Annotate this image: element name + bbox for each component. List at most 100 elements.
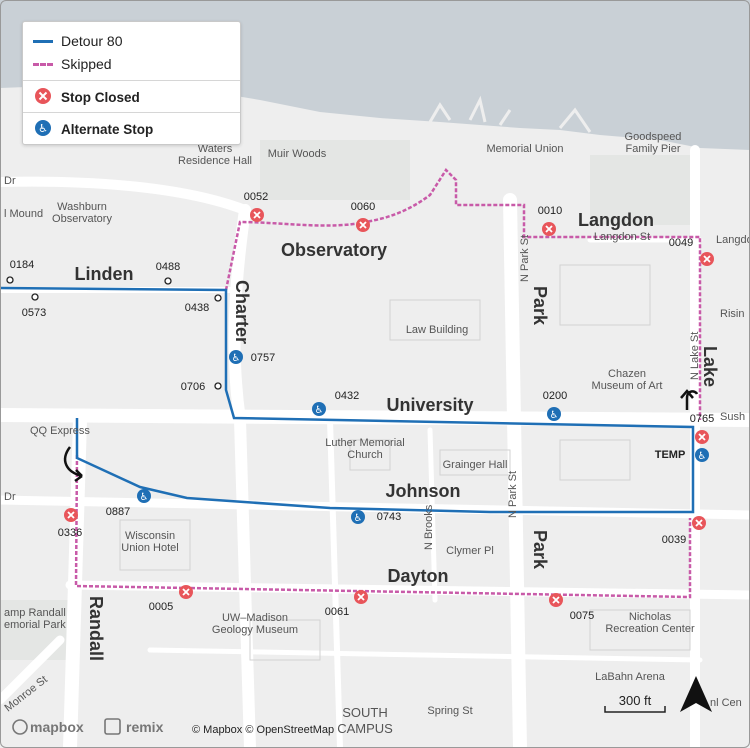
scale-label: 300 ft [619,693,652,708]
attribution-text: © Mapbox © OpenStreetMap [192,724,334,736]
scale-bar: 300 ft [604,693,666,713]
label-spring-st: Spring St [427,705,472,717]
label-campus: CAMPUS [337,721,393,736]
label-grainger: Grainger Hall [443,459,508,471]
label-dr-top: Dr [4,175,16,187]
stop-marker-0573 [31,293,39,301]
stop-id-0438: 0438 [185,302,209,314]
label-n-park-st-south: N Park St [507,471,519,518]
closed-stop-0336 [64,508,78,522]
turn-arrow-west-head [74,469,83,483]
closed-stops [64,208,714,607]
stop-id-0757: 0757 [251,352,275,364]
label-chazen-museum: Museum of Art [592,380,663,392]
label-sushi: Sush [720,411,745,423]
street-langdon: Langdon [578,210,654,230]
alternate-stop-0887: ♿ [137,489,151,503]
alternate-stops: ♿ ♿ ♿ ♿ ♿ ♿ [137,350,709,524]
north-arrow-icon [680,676,712,712]
map-legend: Detour 80 Skipped Stop Closed ♿ Alternat… [22,21,241,145]
regular-stops [6,276,222,390]
svg-text:♿: ♿ [698,451,707,462]
legend-row-skipped: Skipped [23,54,240,74]
label-qq-express: QQ Express [30,425,90,437]
stop-id-0706: 0706 [181,381,205,393]
stop-id-0184: 0184 [10,259,34,271]
label-luther-church: Church [347,449,382,461]
stop-id-0765: 0765 [690,413,714,425]
street-park-south: Park [530,530,550,570]
turn-arrow-east-head [680,389,694,399]
legend-divider-2 [23,112,240,113]
label-chazen: Chazen [608,368,646,380]
street-observatory: Observatory [281,240,387,260]
label-dr-mid: Dr [4,491,16,503]
stop-labels: 0052 0060 0010 0049 0184 0488 0573 0438 … [10,191,714,622]
legend-closed-label: Stop Closed [61,89,140,105]
pier-shapes [428,95,592,133]
stop-marker-0184 [6,276,14,284]
skipped-swatch [33,62,53,66]
mapbox-logo-icon [12,719,28,735]
closed-stop-0061 [354,590,368,604]
stop-marker-0706 [214,382,222,390]
legend-detour-label: Detour 80 [61,33,123,49]
closed-stop-0049 [700,252,714,266]
remix-logo-text: remix [126,719,164,735]
stop-id-0488: 0488 [156,261,180,273]
label-goodspeed-pier: Family Pier [625,143,680,155]
stop-id-0060: 0060 [351,201,375,213]
closed-stop-0765 [695,430,709,444]
street-park-north: Park [530,286,550,326]
turn-arrow-east [685,390,699,410]
svg-text:♿: ♿ [38,123,48,135]
detour-route [0,286,695,514]
label-geology-museum: Geology Museum [212,624,298,636]
green-areas [0,140,690,660]
closed-stop-0060 [356,218,370,232]
street-johnson: Johnson [386,481,461,501]
label-recreation-center: Recreation Center [605,623,695,635]
stop-id-0039: 0039 [662,534,686,546]
svg-text:♿: ♿ [550,410,559,421]
label-mound: l Mound [4,208,43,220]
stop-id-0010: 0010 [538,205,562,217]
label-south: SOUTH [342,705,388,720]
label-labahn: LaBahn Arena [595,671,666,683]
street-lake: Lake [700,346,720,387]
svg-text:♿: ♿ [232,353,241,364]
remix-logo-icon [104,718,121,735]
stop-id-0005: 0005 [149,601,173,613]
label-memorial-park: emorial Park [4,619,66,631]
legend-alternate-label: Alternate Stop [61,121,154,137]
buildings [119,264,691,661]
stop-id-0075: 0075 [570,610,594,622]
street-labels: Observatory Linden Charter Langdon Park … [75,210,721,661]
legend-row-alternate: ♿ Alternate Stop [23,118,240,140]
skipped-route [74,168,702,599]
label-wisconsin: Wisconsin [125,530,175,542]
label-nicholas: Nicholas [629,611,672,623]
stop-id-0049: 0049 [669,237,693,249]
stop-id-0743: 0743 [377,511,401,523]
detour-swatch [33,39,53,43]
stop-marker-0488 [164,277,172,285]
alternate-stop-temp: ♿ [695,448,709,462]
legend-row-closed: Stop Closed [23,86,240,108]
stop-id-0052: 0052 [244,191,268,203]
closed-stop-0052 [250,208,264,222]
svg-text:♿: ♿ [315,405,324,416]
label-langdo: Langdo [716,234,750,246]
stop-id-0336: 0336 [58,527,82,539]
label-risin: Risin [720,308,744,320]
label-uw-madison: UW–Madison [222,612,288,624]
place-labels: Waters Residence Hall Muir Woods Memoria… [2,131,750,736]
stop-id-temp: TEMP [655,449,686,461]
closed-stop-0039 [692,516,706,530]
street-linden: Linden [75,264,134,284]
label-n-lake-st: N Lake St [689,332,701,380]
alternate-stop-0757: ♿ [229,350,243,364]
label-langdon-st: Langdon St [594,231,650,243]
svg-text:♿: ♿ [140,492,149,503]
